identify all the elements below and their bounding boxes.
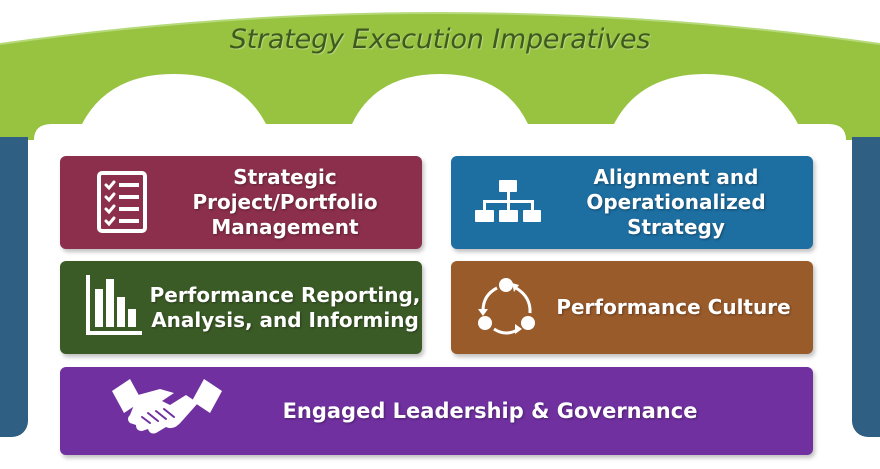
- tile-performance-culture: Performance Culture: [451, 261, 813, 354]
- tile-label: Alignment and Operationalized Strategy: [586, 165, 766, 239]
- tile-label: Performance Culture: [556, 295, 791, 319]
- tile-label: Engaged Leadership & Governance: [282, 398, 698, 423]
- tile-performance-reporting: Performance Reporting, Analysis, and Inf…: [60, 261, 422, 354]
- diagram-title: Strategy Execution Imperatives: [229, 24, 651, 55]
- left-pillar: [0, 137, 28, 437]
- checklist-icon: [96, 170, 150, 238]
- org-chart-icon: [475, 178, 541, 234]
- tile-alignment-strategy: Alignment and Operationalized Strategy: [451, 156, 813, 249]
- handshake-icon: [112, 377, 222, 447]
- tile-label: Performance Reporting, Analysis, and Inf…: [149, 282, 421, 332]
- cycle-icon: [475, 277, 537, 343]
- bar-chart-icon: [86, 275, 142, 339]
- tile-strategic-project-portfolio: Strategic Project/Portfolio Management: [60, 156, 422, 249]
- tile-label: Strategic Project/Portfolio Management: [192, 165, 378, 239]
- arch-banner: [0, 12, 880, 140]
- right-pillar: [852, 137, 880, 437]
- tile-engaged-leadership: Engaged Leadership & Governance: [60, 367, 813, 455]
